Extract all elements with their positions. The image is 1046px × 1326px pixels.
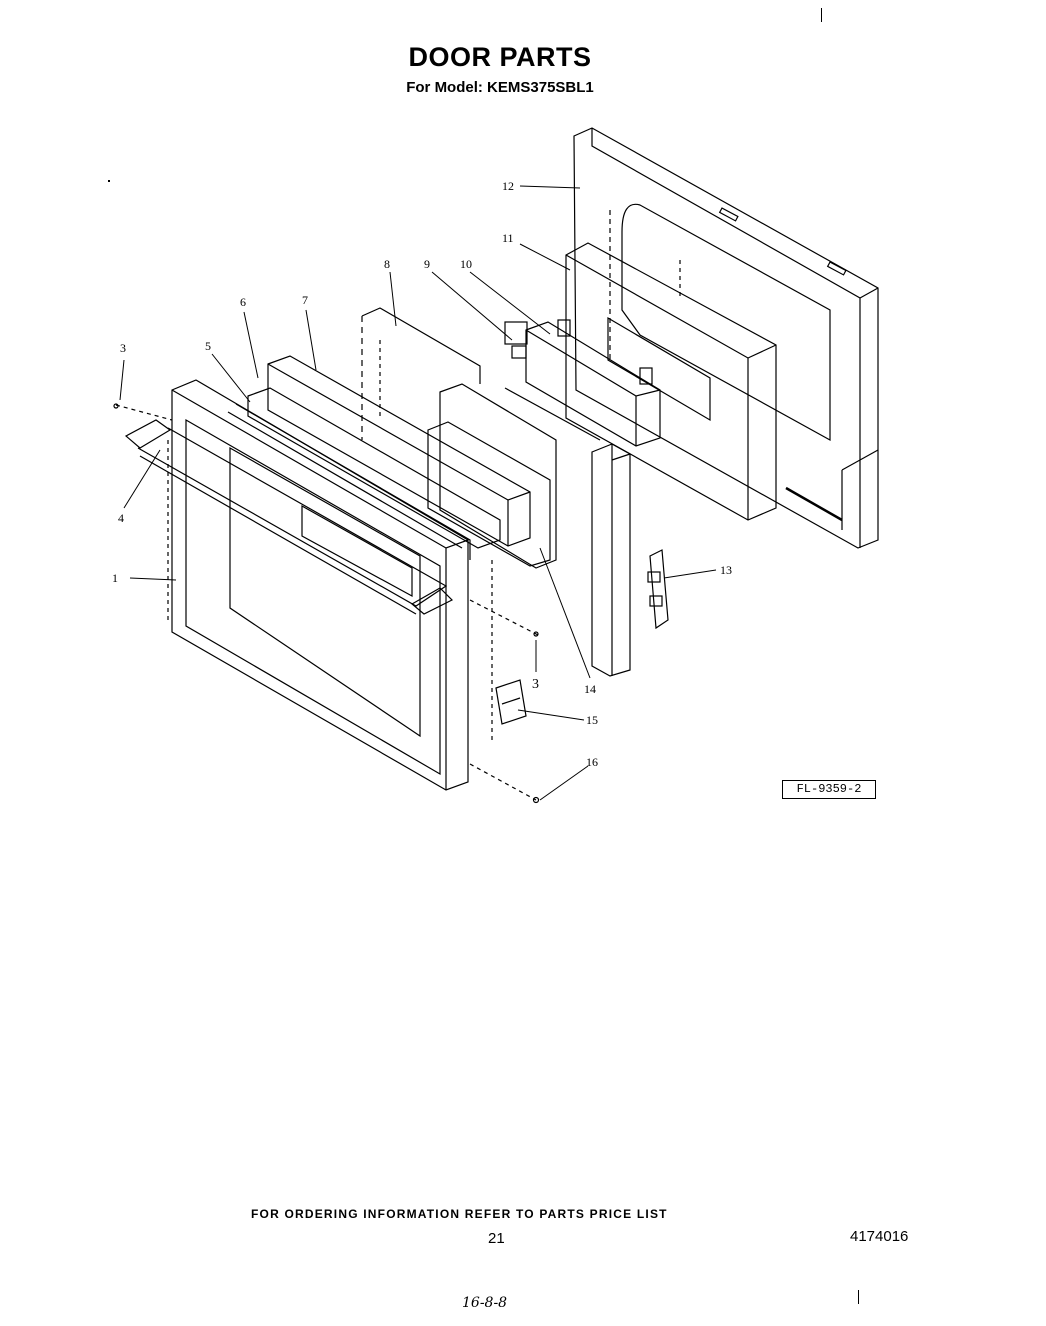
leader-lines: [119, 185, 717, 801]
callout-6: 6: [240, 295, 246, 309]
callout-7: 7: [302, 293, 308, 307]
callout-1: 1: [112, 571, 118, 585]
callout-10: 10: [460, 257, 472, 271]
ordering-note: FOR ORDERING INFORMATION REFER TO PARTS …: [251, 1207, 668, 1221]
handwritten-note: 16-8-8: [462, 1295, 508, 1311]
scan-mark-left: [108, 180, 110, 182]
part-4-handle: [124, 419, 454, 615]
callout-13: 13: [720, 563, 732, 577]
part-9-10-bracket-assembly: [504, 319, 661, 447]
screw-3a: [113, 403, 119, 409]
part-1-outer-door: [171, 379, 469, 791]
part-8-glass-panel: [361, 307, 601, 569]
screw-3b: [533, 631, 539, 637]
callout-12: 12: [502, 179, 514, 193]
scan-mark-right: [858, 1290, 859, 1304]
callout-16: 16: [586, 755, 598, 769]
part-11-inner-box: [565, 242, 777, 521]
callout-9: 9: [424, 257, 430, 271]
screw-16: [532, 796, 540, 804]
model-subtitle: For Model: KEMS375SBL1: [406, 79, 594, 96]
part-12-rear-panel: [573, 127, 879, 549]
part-15-bracket: [495, 679, 527, 725]
callout-15: 15: [586, 713, 598, 727]
part-13-hinge: [647, 549, 669, 630]
part-14-side-channel: [591, 443, 631, 677]
plate-id-box: FL-9359-2: [782, 780, 876, 799]
callout-5: 5: [205, 339, 211, 353]
callout-11: 11: [502, 231, 514, 245]
callout-3b: 3: [532, 677, 539, 692]
scan-mark-top: [821, 8, 822, 22]
document-number: 4174016: [850, 1228, 909, 1245]
page-title: DOOR PARTS: [408, 42, 592, 72]
part-5-6-7-liner-strips: [227, 355, 531, 560]
callout-4: 4: [118, 511, 124, 525]
callout-8: 8: [384, 257, 390, 271]
callout-3a: 3: [120, 341, 126, 355]
page-number: 21: [488, 1230, 505, 1247]
screws-and-guides: [115, 340, 541, 801]
callout-14: 14: [584, 682, 596, 696]
